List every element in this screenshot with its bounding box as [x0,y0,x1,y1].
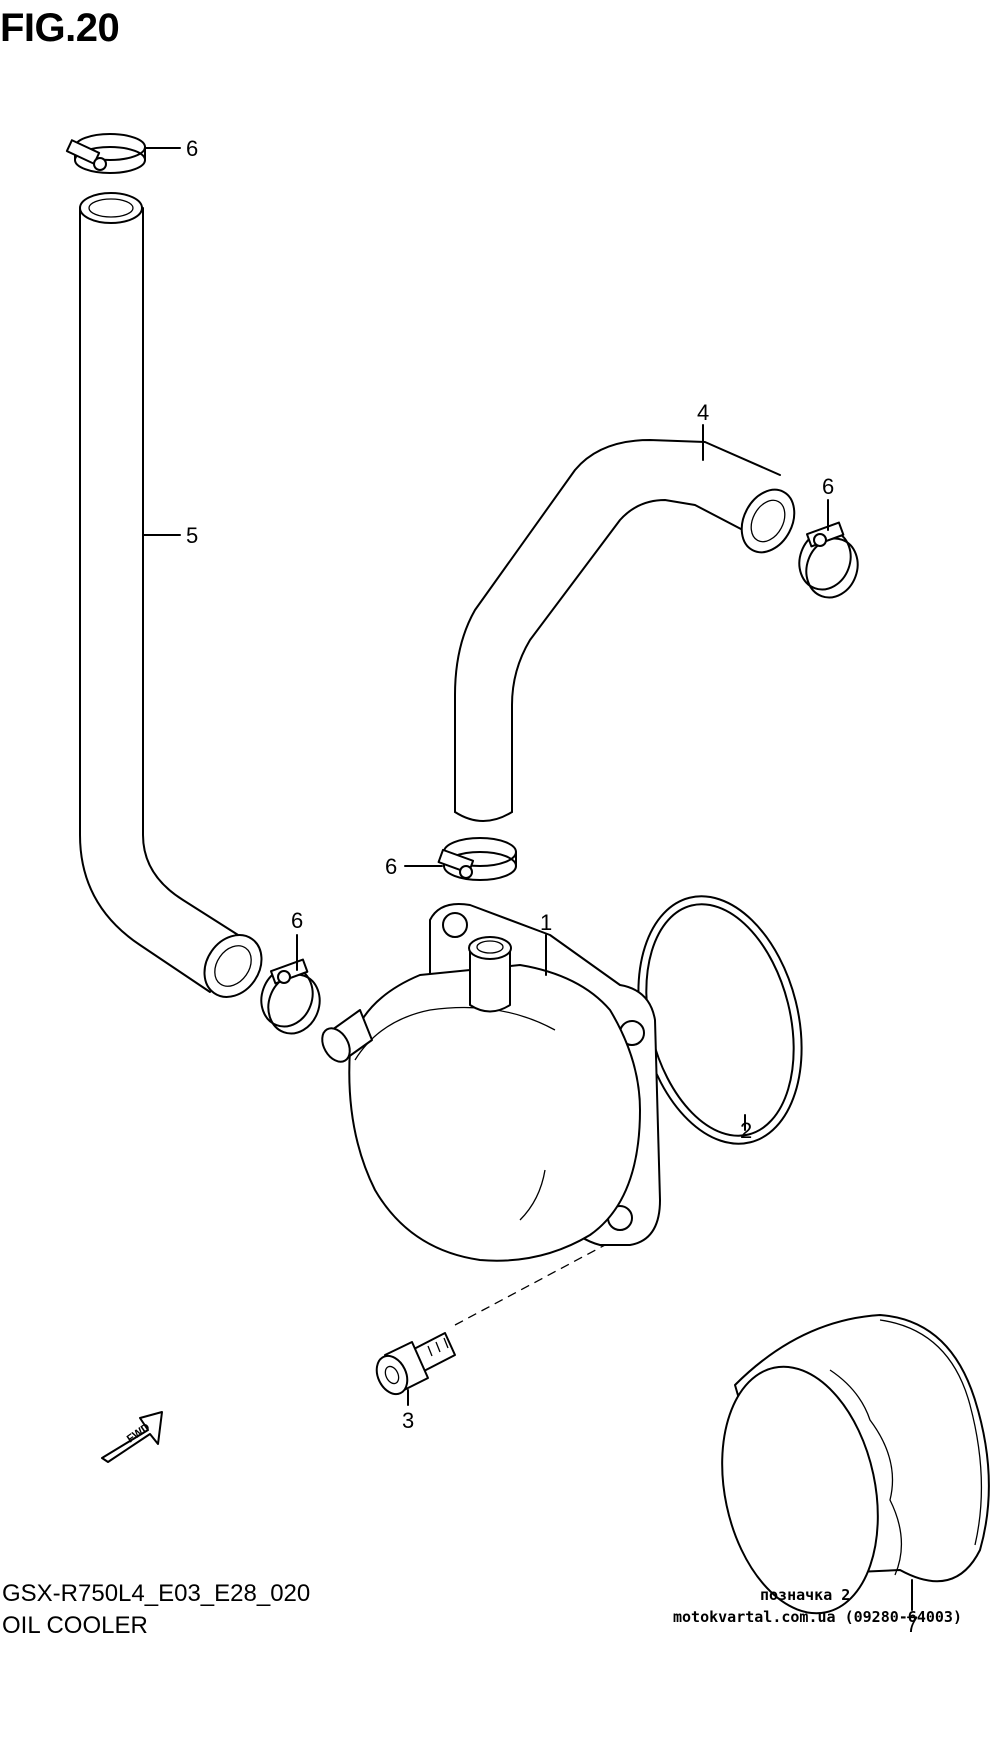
callout-7: 7 [906,1612,918,1637]
callout-6-lower-left: 6 [291,908,303,933]
hose-clamp-6-top[interactable] [65,133,146,174]
model-code: GSX-R750L4_E03_E28_020 [2,1580,311,1607]
callout-5: 5 [186,523,198,548]
watermark-note: позначка 2 [760,1586,851,1604]
hose-5[interactable] [79,192,273,1008]
leader-lines [142,147,913,1611]
oil-filter-7[interactable] [701,1314,990,1628]
hose-4[interactable] [454,439,805,822]
part-group-name: OIL COOLER [2,1612,148,1639]
callout-labels: 6 5 4 6 6 6 1 2 3 7 [186,136,918,1637]
callout-6-top: 6 [186,136,198,161]
bolt-3[interactable] [371,1244,606,1399]
fwd-direction-arrow: FWD [101,1411,163,1463]
callout-6-right: 6 [822,474,834,499]
figure-title: FIG.20 [0,6,120,50]
watermark-site: motokvartal.com.ua (09280-64003) [673,1608,962,1626]
callout-6-middle: 6 [385,854,397,879]
callout-1: 1 [540,910,552,935]
hose-clamp-6-right[interactable] [791,521,866,605]
callout-2: 2 [740,1118,752,1143]
callout-3: 3 [402,1408,414,1433]
oil-cooler-1[interactable] [317,903,661,1262]
hose-clamp-6-middle[interactable] [437,837,517,881]
hose-clamp-6-lower-left[interactable] [253,958,328,1041]
callout-4: 4 [697,400,709,425]
